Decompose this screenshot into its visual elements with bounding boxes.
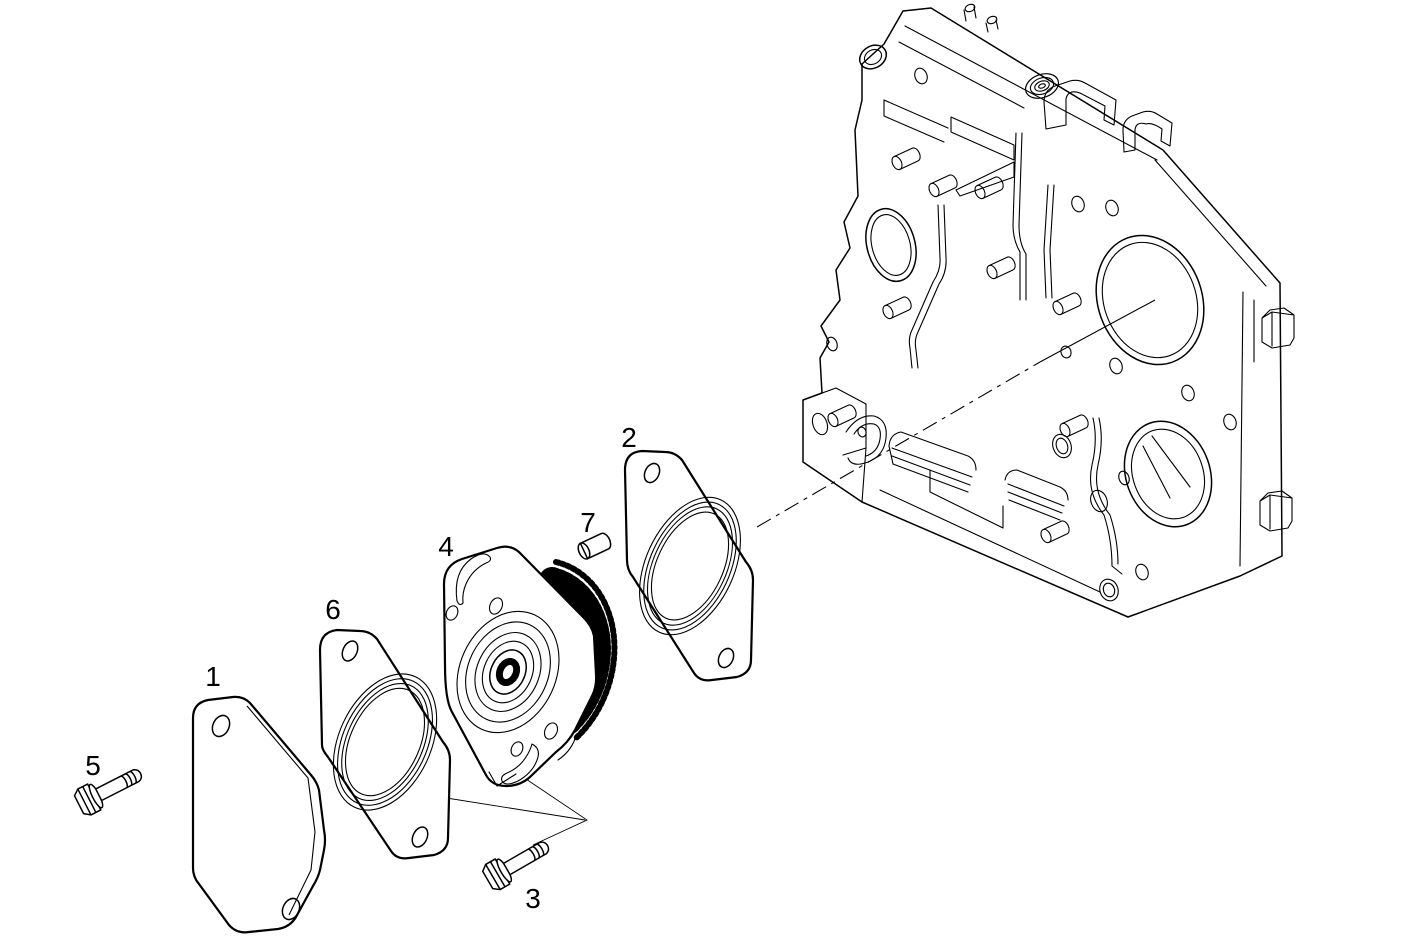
timing-gear-housing bbox=[802, 3, 1295, 618]
assembly-centerline bbox=[756, 299, 1156, 528]
crankshaft-bore bbox=[1095, 234, 1205, 366]
bracket-lug bbox=[1043, 79, 1117, 130]
part-2-gasket bbox=[623, 449, 755, 682]
leader-lines bbox=[433, 772, 588, 846]
boss-counterbore bbox=[1024, 73, 1060, 99]
housing-outline bbox=[802, 7, 1283, 618]
bottom-channel bbox=[879, 431, 1101, 593]
camshaft-bore bbox=[1123, 420, 1213, 528]
callout-2[interactable]: 2 bbox=[621, 422, 637, 453]
callout-1[interactable]: 1 bbox=[205, 661, 221, 692]
part-5-bolt bbox=[71, 759, 148, 819]
callout-7[interactable]: 7 bbox=[580, 507, 596, 538]
callout-5[interactable]: 5 bbox=[85, 750, 101, 781]
callout-4[interactable]: 4 bbox=[438, 531, 454, 562]
part-3-bolt bbox=[479, 832, 556, 894]
left-oval-opening bbox=[865, 207, 917, 283]
part-6-gasket bbox=[318, 628, 452, 860]
spline-hub bbox=[495, 657, 521, 687]
callout-3[interactable]: 3 bbox=[525, 883, 541, 914]
dowel-pins bbox=[827, 147, 1089, 544]
part-1-cover-plate bbox=[191, 695, 327, 934]
mount-foot bbox=[802, 387, 867, 503]
bracket-lug bbox=[1122, 110, 1173, 153]
bolt-holes bbox=[826, 195, 1237, 602]
part-4-pump-gear-assembly bbox=[442, 545, 618, 788]
callout-6[interactable]: 6 bbox=[325, 594, 341, 625]
internal-ribs bbox=[845, 132, 1123, 575]
part-7-dowel-pin bbox=[577, 532, 612, 560]
mount-lug bbox=[1259, 307, 1295, 532]
